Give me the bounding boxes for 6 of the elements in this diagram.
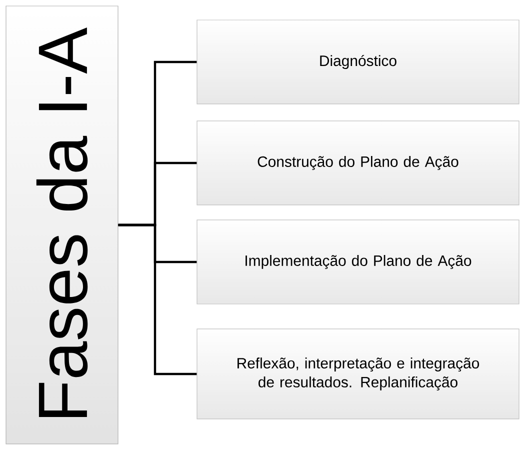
phase-box: Implementação do Plano de Ação — [196, 220, 520, 304]
bracket-connector — [118, 224, 197, 376]
phase-box: Diagnóstico — [196, 20, 520, 104]
phase-box: Reflexão, interpretação e integração de resultados. Replanificação — [196, 328, 520, 420]
title-band: Fases da I-A — [6, 6, 118, 444]
phase-box: Construção do Plano de Ação — [196, 120, 520, 206]
